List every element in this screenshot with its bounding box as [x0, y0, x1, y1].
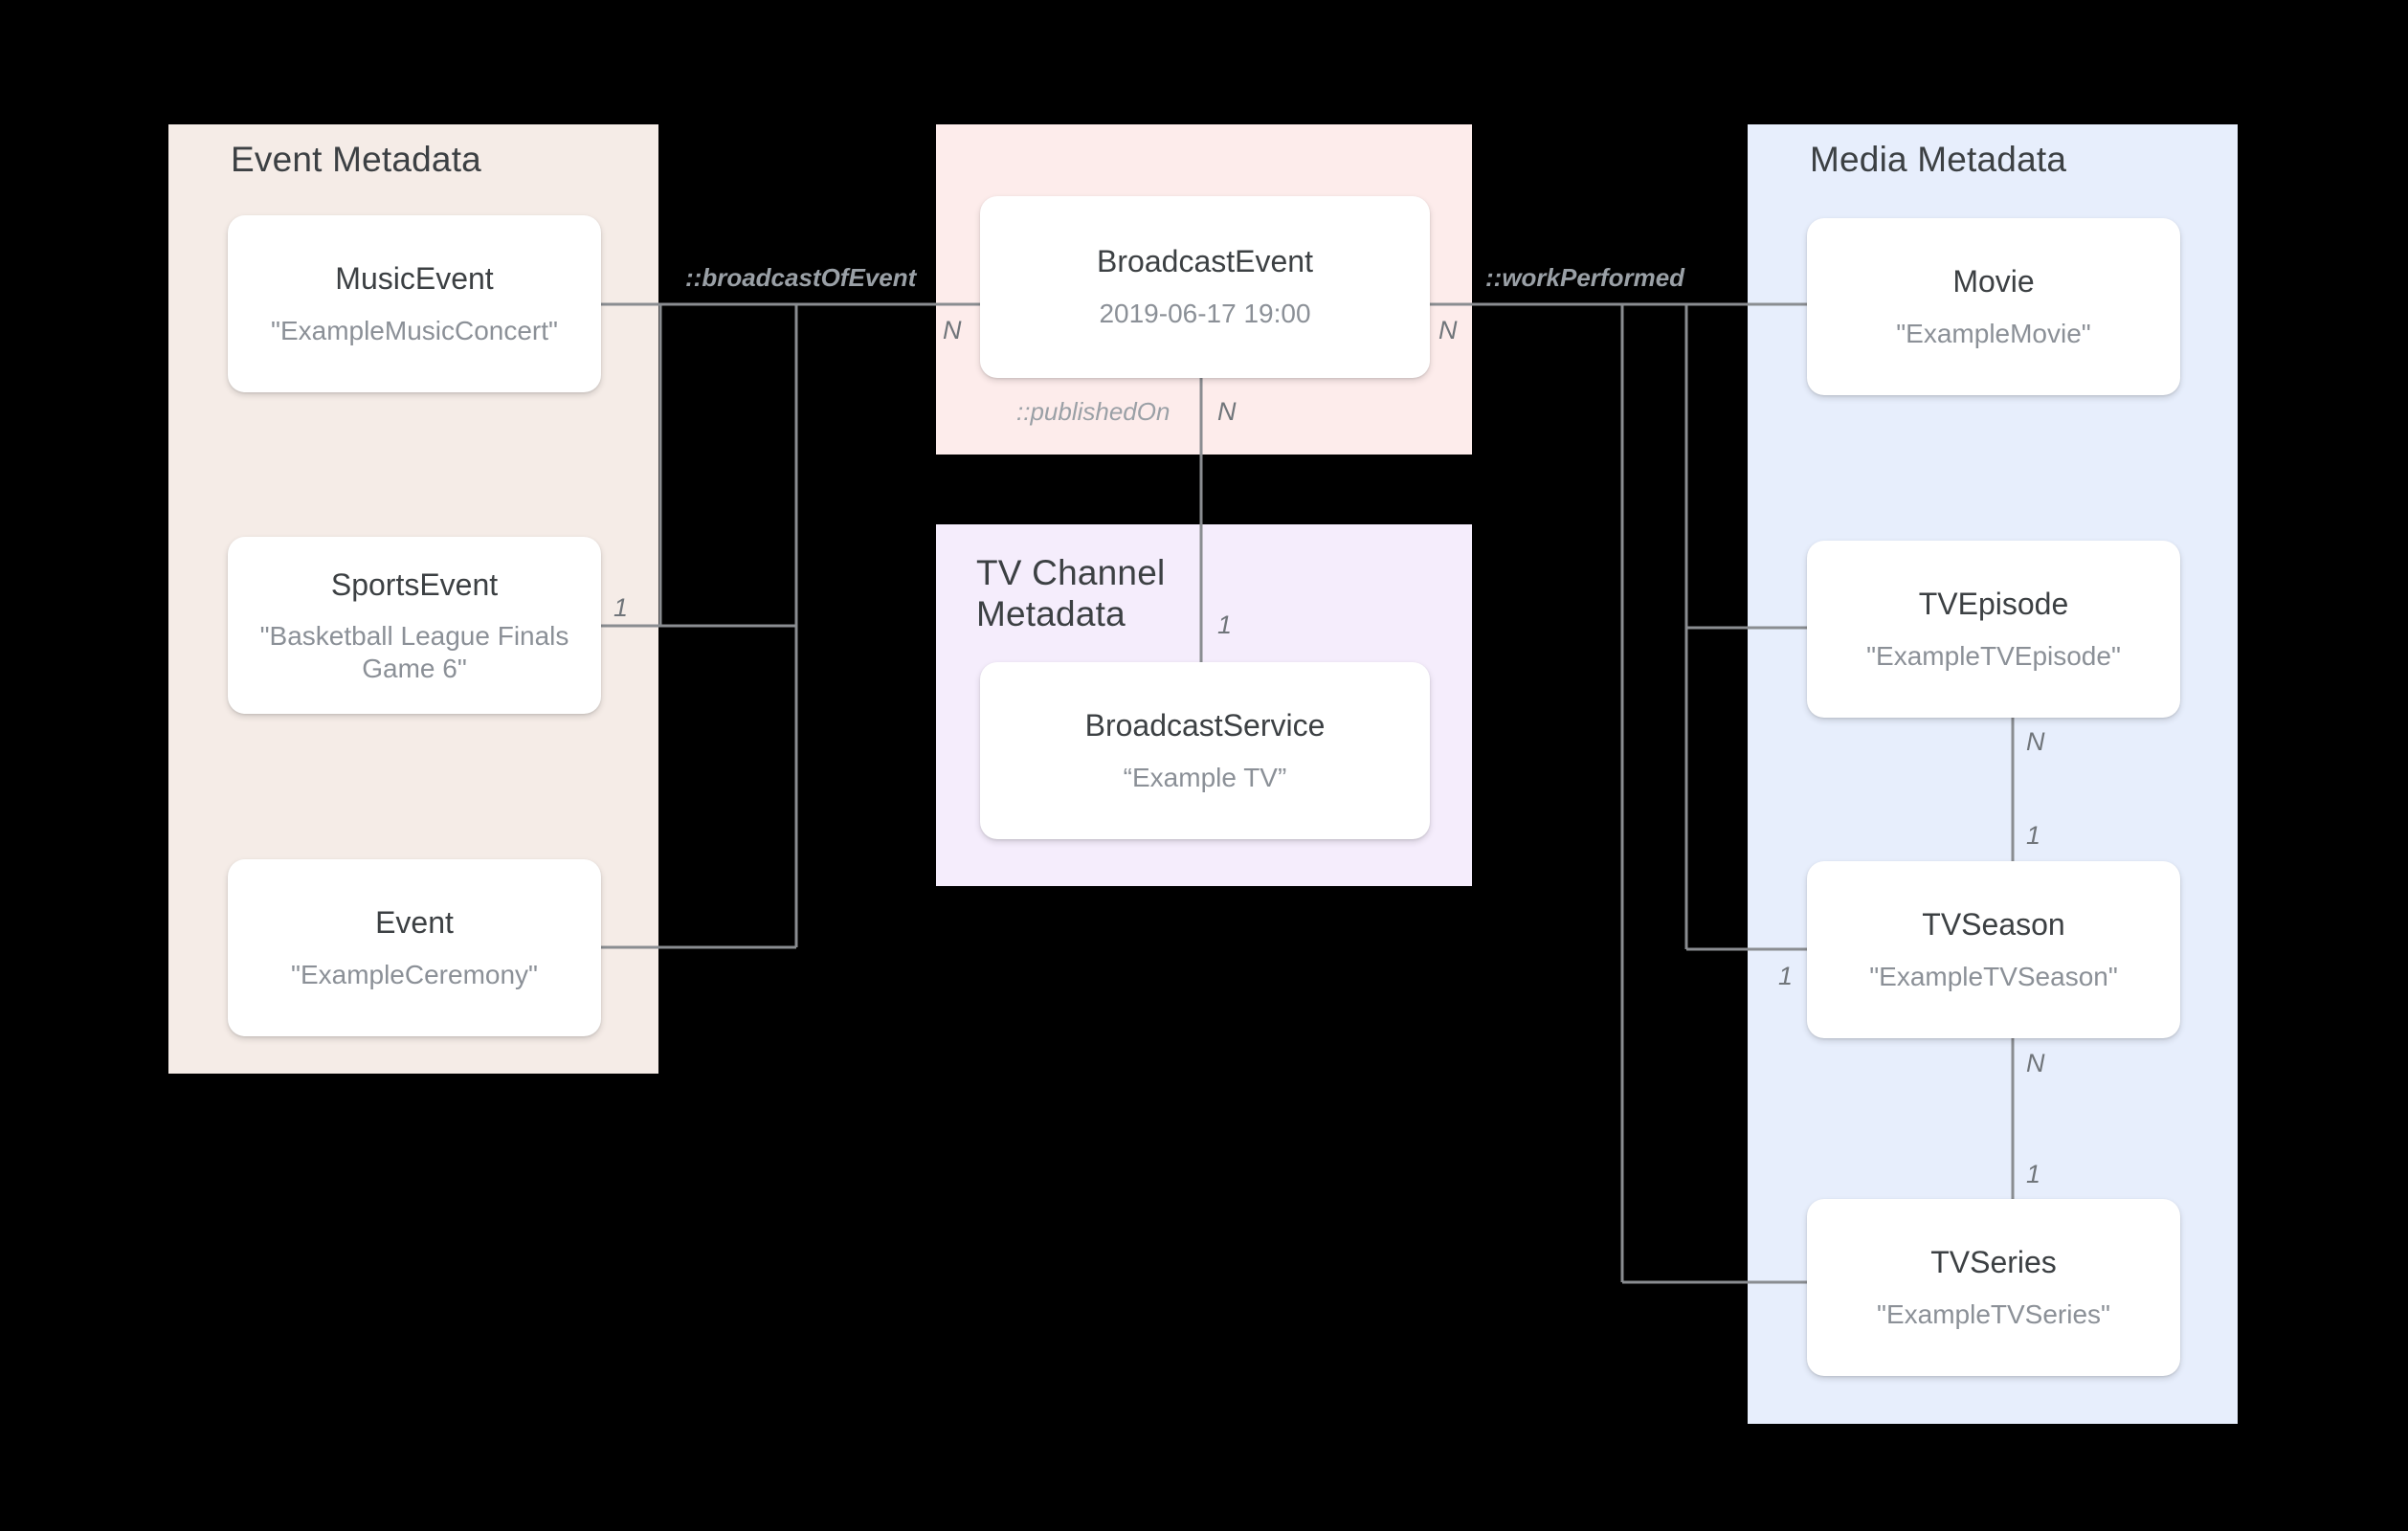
- entity-value-broadcastservice: “Example TV”: [1123, 762, 1287, 792]
- entity-card-sportsevent[interactable]: SportsEvent "Basketball League Finals Ga…: [228, 537, 601, 714]
- entity-card-tvseries[interactable]: TVSeries "ExampleTVSeries": [1807, 1199, 2180, 1376]
- entity-value-tvseries: "ExampleTVSeries": [1877, 1298, 2110, 1329]
- entity-card-broadcastevent[interactable]: BroadcastEvent 2019-06-17 19:00: [980, 196, 1430, 378]
- cardinality-sportsevent-right: 1: [613, 593, 629, 622]
- cardinality-tvseries-top: 1: [2026, 1160, 2041, 1188]
- entity-value-event: "ExampleCeremony": [291, 959, 538, 989]
- cardinality-broadcastevent-bottom: N: [1217, 397, 1237, 426]
- cardinality-tvseason-top: 1: [2026, 821, 2041, 850]
- panel-title-tv-channel-metadata: TV Channel Metadata: [976, 553, 1166, 633]
- relationship-label-workperformed: ::workPerformed: [1485, 263, 1685, 292]
- entity-type-musicevent: MusicEvent: [335, 260, 494, 296]
- cardinality-broadcastevent-left: N: [943, 316, 962, 344]
- entity-value-tvseason: "ExampleTVSeason": [1869, 961, 2118, 991]
- entity-value-musicevent: "ExampleMusicConcert": [271, 315, 558, 345]
- entity-type-broadcastservice: BroadcastService: [1084, 707, 1326, 743]
- relationship-label-broadcastofevent: ::broadcastOfEvent: [685, 263, 917, 292]
- entity-card-tvepisode[interactable]: TVEpisode "ExampleTVEpisode": [1807, 541, 2180, 718]
- entity-type-broadcastevent: BroadcastEvent: [1097, 244, 1313, 279]
- panel-title-event-metadata: Event Metadata: [231, 140, 481, 179]
- entity-card-broadcastservice[interactable]: BroadcastService “Example TV”: [980, 662, 1430, 839]
- entity-value-movie: "ExampleMovie": [1896, 318, 2091, 348]
- entity-type-tvepisode: TVEpisode: [1918, 586, 2069, 621]
- entity-type-event: Event: [375, 904, 454, 940]
- entity-type-movie: Movie: [1952, 263, 2035, 299]
- cardinality-tvseason-left: 1: [1778, 962, 1794, 990]
- entity-type-sportsevent: SportsEvent: [330, 566, 499, 602]
- panel-title-media-metadata: Media Metadata: [1810, 140, 2067, 179]
- entity-type-tvseason: TVSeason: [1922, 906, 2065, 942]
- cardinality-tvseason-bottom: N: [2026, 1049, 2045, 1077]
- cardinality-broadcastevent-right: N: [1438, 316, 1458, 344]
- entity-card-movie[interactable]: Movie "ExampleMovie": [1807, 218, 2180, 395]
- entity-card-musicevent[interactable]: MusicEvent "ExampleMusicConcert": [228, 215, 601, 392]
- entity-value-tvepisode: "ExampleTVEpisode": [1866, 640, 2121, 671]
- entity-type-tvseries: TVSeries: [1930, 1244, 2057, 1279]
- entity-value-sportsevent: "Basketball League Finals Game 6": [259, 620, 569, 683]
- cardinality-broadcastservice-top: 1: [1217, 610, 1233, 639]
- relationship-label-publishedon: ::publishedOn: [1016, 397, 1171, 426]
- entity-value-broadcastevent: 2019-06-17 19:00: [1099, 299, 1311, 329]
- entity-card-tvseason[interactable]: TVSeason "ExampleTVSeason": [1807, 861, 2180, 1038]
- entity-card-event[interactable]: Event "ExampleCeremony": [228, 859, 601, 1036]
- cardinality-tvepisode-bottom: N: [2026, 727, 2045, 756]
